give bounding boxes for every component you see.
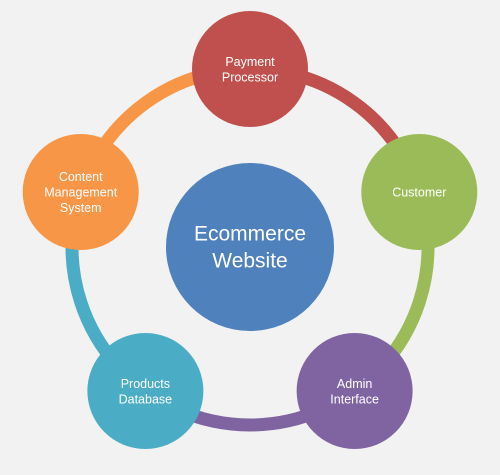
node-circle-customer [361,133,478,250]
center-label-line: Ecommerce [194,223,306,246]
center-label-line: Website [212,250,287,273]
node-label-line: Admin [337,377,372,391]
node-circle-admin-interface [296,333,413,450]
node-label-line: Processor [222,70,278,84]
center-circle [166,163,334,331]
node-label-line: Database [119,392,173,406]
node-customer: Customer [361,133,478,250]
node-circle-payment-processor [192,11,308,127]
node-label-line: Interface [330,392,379,406]
node-label-customer: Customer [392,185,446,199]
node-label-line: Customer [392,185,446,199]
node-circle-products-database [87,333,204,450]
node-label-line: Payment [225,55,275,69]
node-circle-content-management-system [22,133,139,250]
node-label-line: System [60,201,102,215]
node-label-line: Management [44,185,117,199]
node-label-line: Content [59,170,103,184]
node-label-line: Products [121,377,170,391]
